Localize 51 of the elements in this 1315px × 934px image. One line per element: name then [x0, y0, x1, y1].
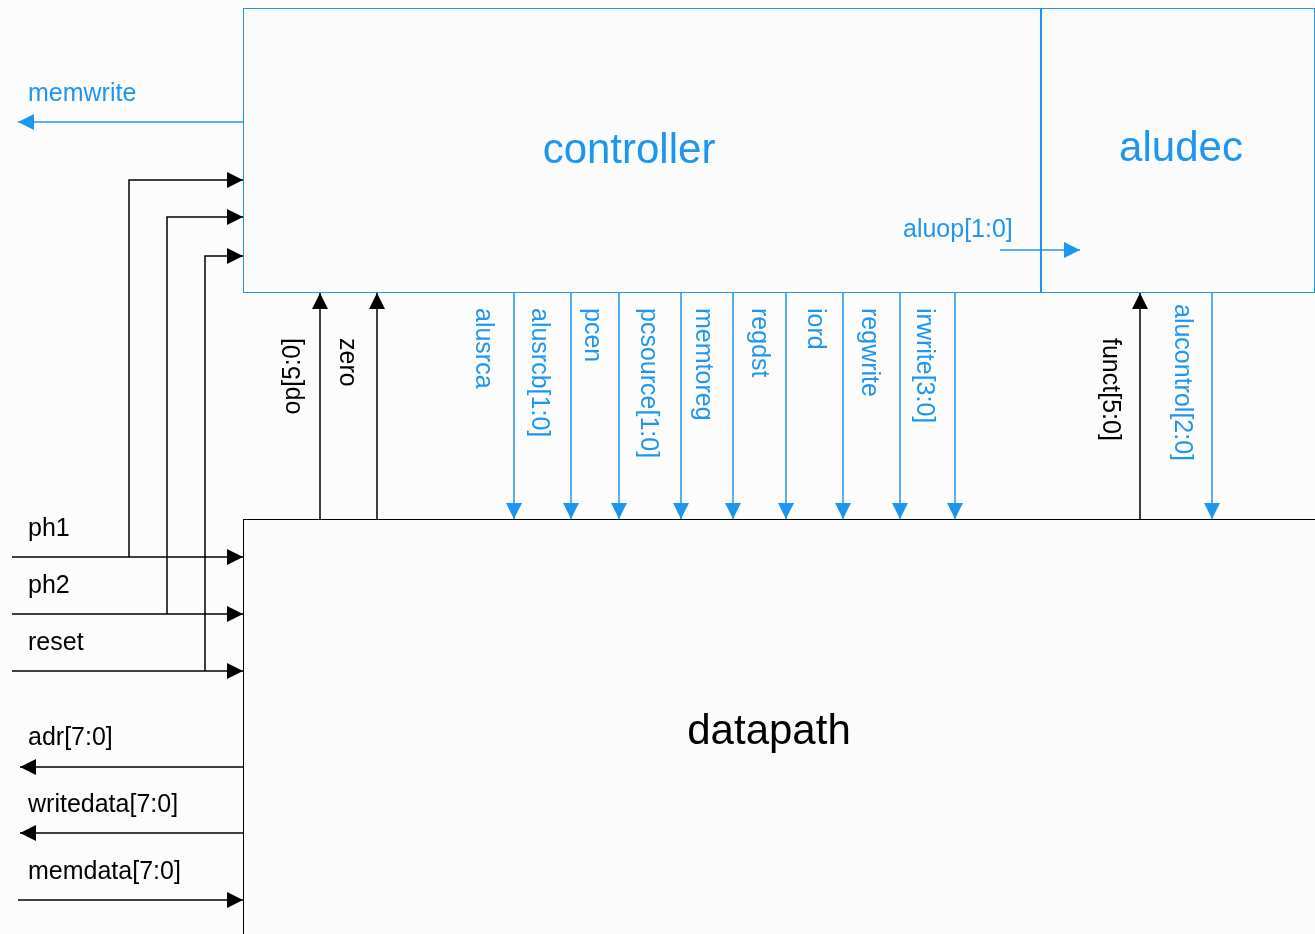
- signal-label: alucontrol[2:0]: [1171, 304, 1196, 462]
- signal-label: ph2: [28, 572, 70, 597]
- signal-arrow: [369, 292, 385, 520]
- module-name: controller: [542, 125, 716, 173]
- signal-label: pcsource[1:0]: [637, 308, 662, 459]
- signal-arrow: [563, 292, 579, 520]
- signal-arrow: [1132, 292, 1148, 520]
- signal-label: pcen: [581, 308, 606, 363]
- signal-label: funct[5:0]: [1099, 338, 1124, 441]
- module-name: datapath: [687, 706, 851, 754]
- signal-arrow: [999, 242, 1081, 258]
- signal-label: alusrca: [472, 308, 497, 389]
- module-box: [243, 519, 1315, 934]
- signal-arrow: [312, 292, 328, 520]
- signal-arrow: [19, 759, 244, 775]
- signal-arrow: [11, 606, 244, 622]
- signal-label: reset: [28, 629, 84, 654]
- signal-arrow: [506, 292, 522, 520]
- signal-arrow: [778, 292, 794, 520]
- signal-label: alusrcb[1:0]: [528, 308, 553, 438]
- signal-label: op[5:0]: [279, 338, 304, 415]
- signal-arrow: [673, 292, 689, 520]
- signal-arrow: [892, 292, 908, 520]
- signal-arrow: [204, 248, 244, 672]
- signal-label: memtoreg: [692, 308, 717, 421]
- signal-label: aluop[1:0]: [903, 216, 1013, 241]
- signal-label: memwrite: [28, 80, 137, 105]
- module-box: [243, 8, 1041, 293]
- signal-label: iord: [804, 308, 829, 350]
- module-box: [1041, 8, 1315, 293]
- signal-label: irwrite[3:0]: [913, 308, 938, 424]
- signal-label: writedata[7:0]: [28, 791, 179, 816]
- signal-label: regwrite: [858, 308, 883, 397]
- signal-arrow: [835, 292, 851, 520]
- signal-label: memdata[7:0]: [28, 858, 181, 883]
- signal-arrow: [11, 663, 244, 679]
- signal-arrow: [11, 549, 244, 565]
- signal-arrow: [128, 172, 244, 558]
- signal-arrow: [17, 892, 244, 908]
- signal-arrow: [725, 292, 741, 520]
- signal-arrow: [1204, 292, 1220, 520]
- signal-arrow: [17, 114, 244, 130]
- signal-label: ph1: [28, 515, 70, 540]
- module-name: aludec: [1119, 123, 1243, 171]
- signal-arrow: [166, 209, 244, 615]
- signal-arrow: [611, 292, 627, 520]
- signal-arrow: [947, 292, 963, 520]
- signal-label: zero: [336, 338, 361, 387]
- signal-label: regdst: [748, 308, 773, 378]
- signal-arrow: [19, 825, 244, 841]
- signal-label: adr[7:0]: [28, 724, 113, 749]
